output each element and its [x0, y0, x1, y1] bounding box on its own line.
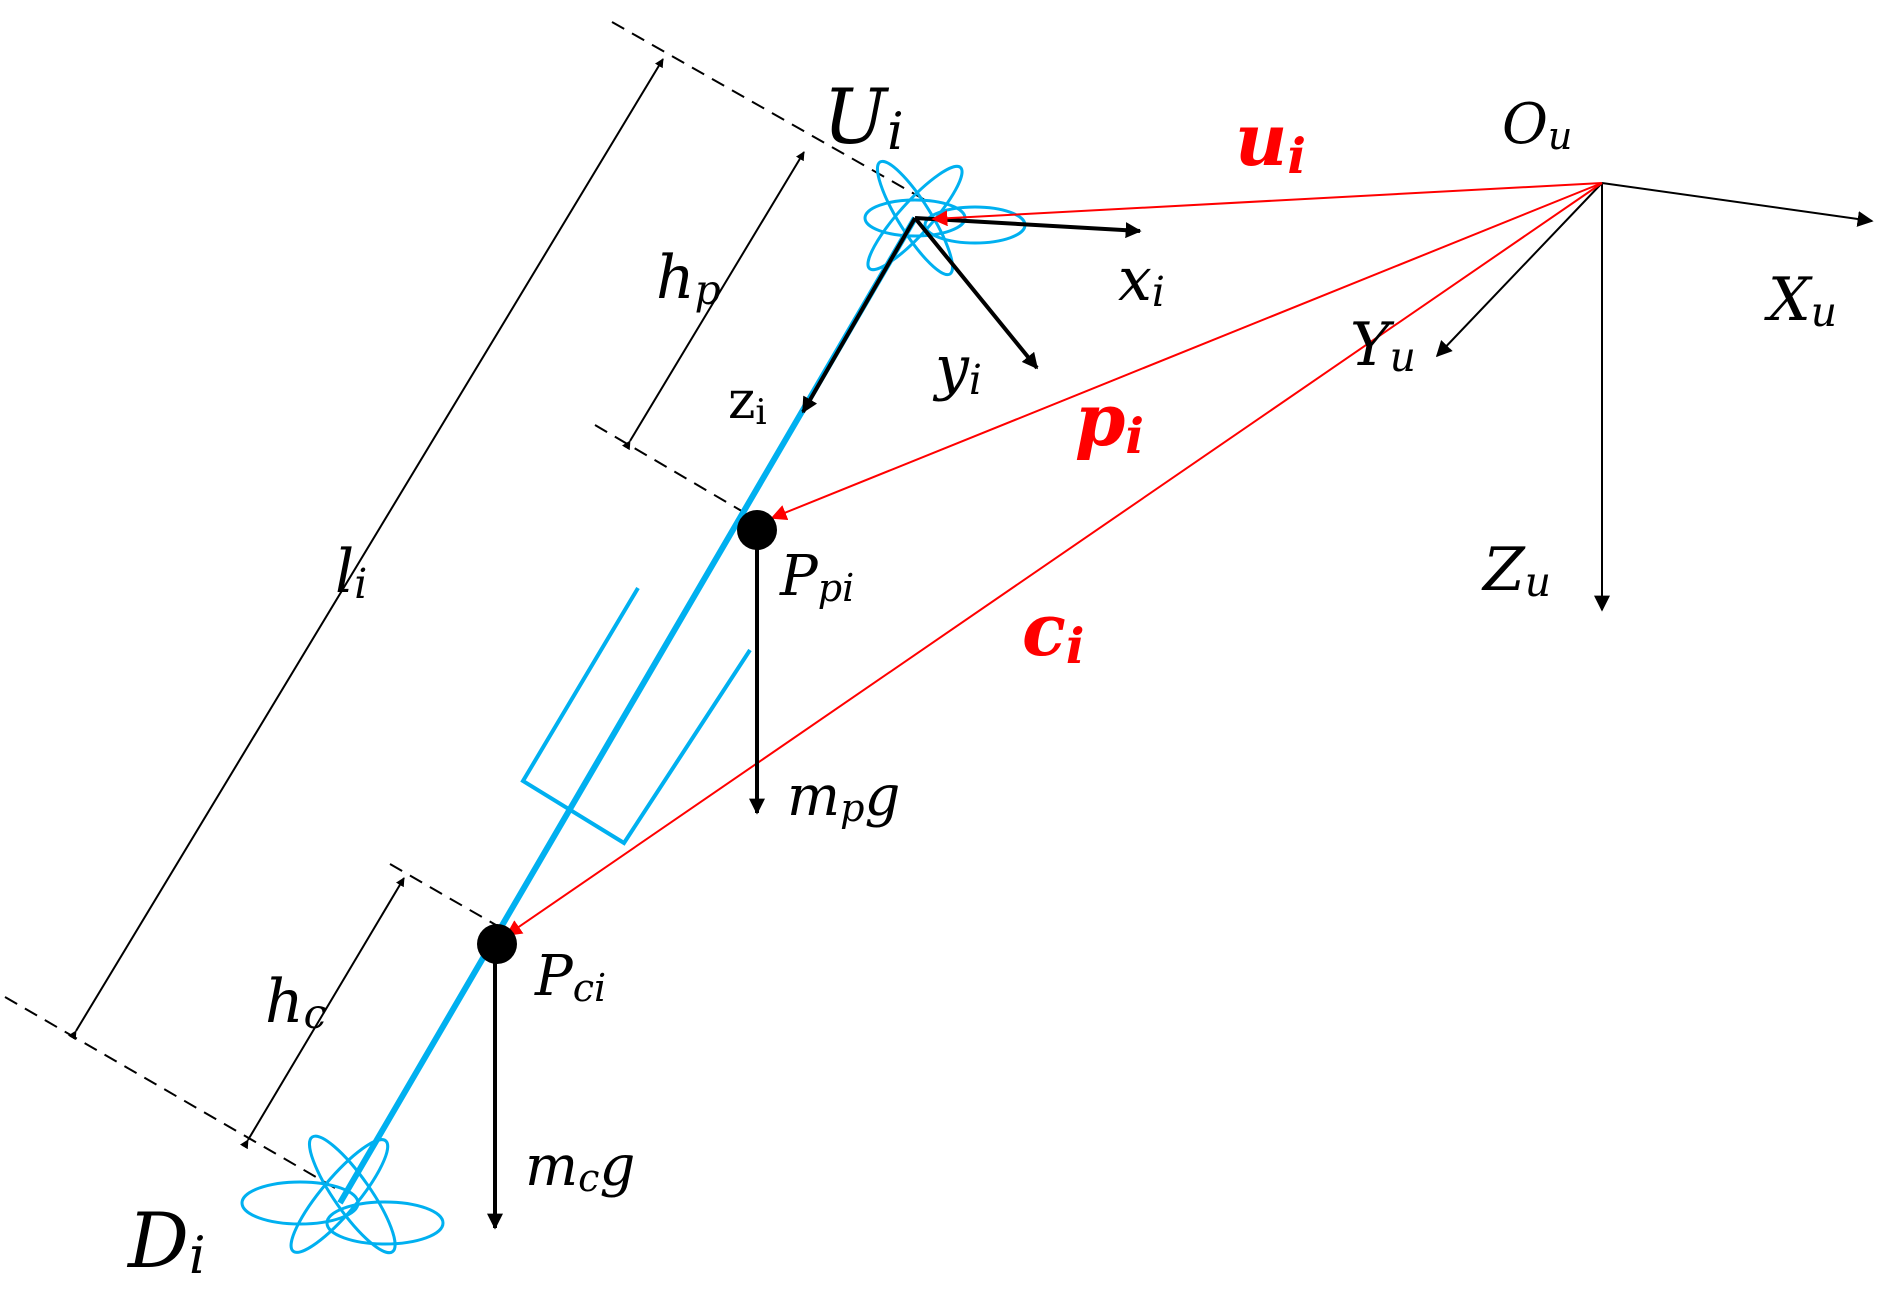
label-ci-vector: ci: [1022, 587, 1084, 675]
local-frame-axes: [801, 216, 1142, 414]
li-dimension: [67, 58, 664, 1041]
Yu-axis: [1435, 182, 1603, 358]
lower-drone: [240, 1134, 445, 1255]
hc-dimension: [239, 877, 405, 1150]
label-Pci: Pci: [534, 944, 606, 1010]
ui-vector: [931, 182, 1603, 227]
zi-axis: [801, 217, 917, 414]
label-hc: hc: [265, 967, 327, 1038]
pi-vector: [770, 182, 1603, 521]
dashed-line-top: [611, 21, 926, 201]
upper-drone-prop-4: [875, 159, 955, 277]
label-yi: yi: [932, 333, 982, 404]
dimension-arrows: [67, 58, 805, 1150]
lower-drone-prop-4: [308, 1134, 397, 1255]
position-vectors: [505, 182, 1603, 936]
upper-drone: [863, 159, 1027, 277]
label-Ppi: Ppi: [779, 544, 854, 610]
label-xi: xi: [1118, 245, 1165, 316]
label-li: li: [335, 537, 367, 608]
label-zi: zi: [728, 371, 767, 433]
yi-axis: [913, 216, 1039, 370]
label-Di: Di: [126, 1196, 205, 1286]
gravity-forces: [487, 530, 765, 1230]
dashed-line-bottom: [4, 996, 336, 1189]
label-Ui: Ui: [823, 72, 904, 162]
dashed-line-ppi: [594, 424, 758, 521]
cable-bracket: [520, 586, 752, 846]
ci-vector: [505, 182, 1603, 936]
xi-axis: [914, 216, 1142, 239]
label-Ou: Ou: [1502, 92, 1572, 158]
label-hp: hp: [656, 243, 721, 314]
dashed-line-pci: [389, 863, 509, 933]
Xu-axis: [1601, 182, 1874, 227]
label-ui-vector: ui: [1235, 97, 1306, 185]
pci-point: [477, 924, 517, 964]
global-frame-axes: [1435, 182, 1874, 612]
label-Xu: Xu: [1764, 265, 1837, 336]
label-mcg: mcg: [525, 1134, 635, 1200]
label-Yu: Yu: [1350, 310, 1416, 381]
label-Zu: Zu: [1481, 535, 1551, 606]
label-pi-vector: pi: [1075, 377, 1144, 465]
label-mpg: mpg: [787, 764, 900, 830]
ppi-point: [737, 510, 777, 550]
upper-drone-prop-3: [866, 164, 964, 272]
hp-dimension: [621, 151, 805, 451]
lower-drone-prop-2: [325, 1200, 445, 1246]
